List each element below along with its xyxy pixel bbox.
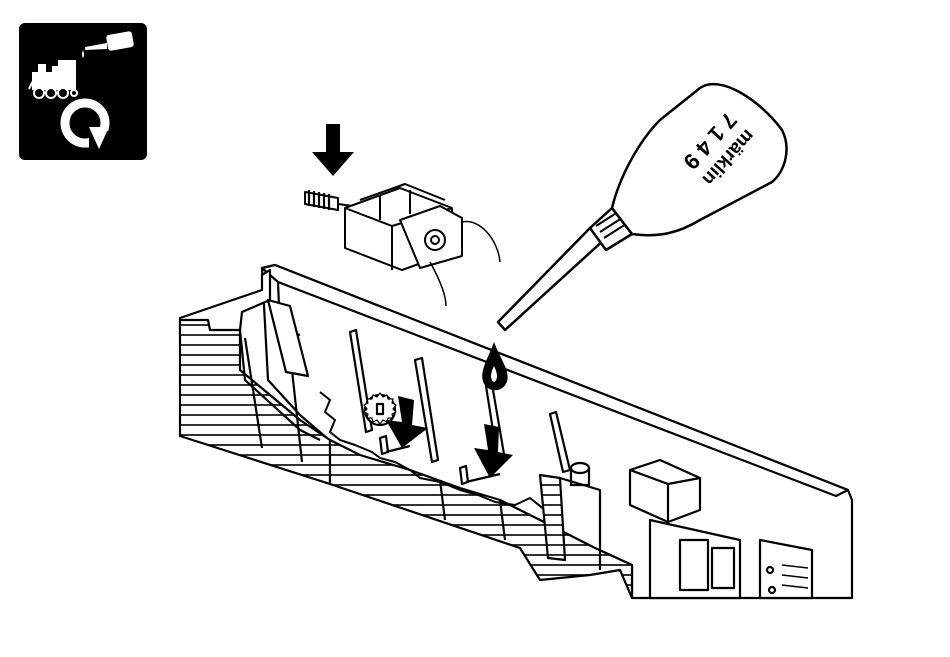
oil-bottle: märklin 7 1 4 9 bbox=[498, 84, 787, 330]
motor-arrow bbox=[312, 124, 354, 176]
